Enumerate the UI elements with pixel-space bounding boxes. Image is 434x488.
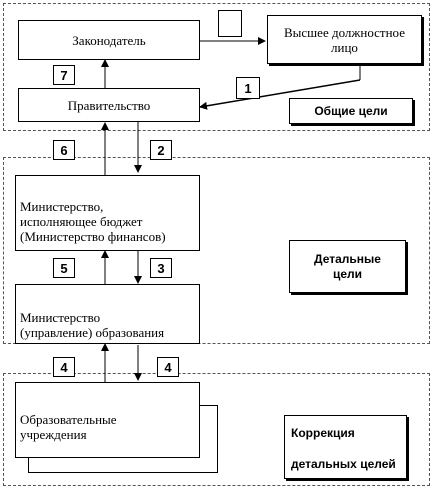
box-legislator: Законодатель — [18, 20, 200, 60]
goal-correction-line1: Коррекция — [291, 426, 355, 440]
box-institutions-label: Образовательные учреждения — [20, 412, 117, 442]
zone-general-goals — [3, 3, 430, 131]
zone-detailed-goals — [3, 157, 430, 344]
step-7: 7 — [53, 65, 75, 85]
step-6: 6 — [53, 140, 75, 160]
box-legislator-label: Законодатель — [72, 32, 146, 48]
box-government: Правительство — [18, 88, 200, 122]
step-blank — [218, 10, 242, 37]
step-3: 3 — [150, 258, 172, 278]
step-2: 2 — [150, 140, 172, 160]
box-government-label: Правительство — [67, 97, 151, 113]
goal-correction: Коррекция детальных целей — [284, 415, 407, 479]
box-top-official-label: Высшее должностное лицо — [283, 24, 405, 55]
goal-detailed: Детальные цели — [289, 240, 406, 293]
arrow-official-to-government-diag — [199, 79, 361, 110]
box-ministry-education-label: Министерство (управление) образования — [20, 310, 165, 340]
box-ministry-education: Министерство (управление) образования — [15, 284, 200, 344]
zone-correction — [3, 373, 430, 486]
box-institutions: Образовательные учреждения — [15, 382, 200, 458]
box-ministry-finance: Министерство, исполняющее бюджет (Минист… — [15, 175, 200, 251]
step-4-left: 4 — [53, 357, 75, 377]
step-4-right: 4 — [157, 357, 179, 377]
step-1: 1 — [236, 77, 260, 99]
box-ministry-finance-label: Министерство, исполняющее бюджет (Минист… — [20, 199, 166, 244]
box-top-official: Высшее должностное лицо — [267, 15, 422, 64]
step-5: 5 — [53, 258, 75, 278]
goal-general: Общие цели — [289, 98, 413, 124]
goal-correction-line2: детальных целей — [291, 457, 396, 471]
